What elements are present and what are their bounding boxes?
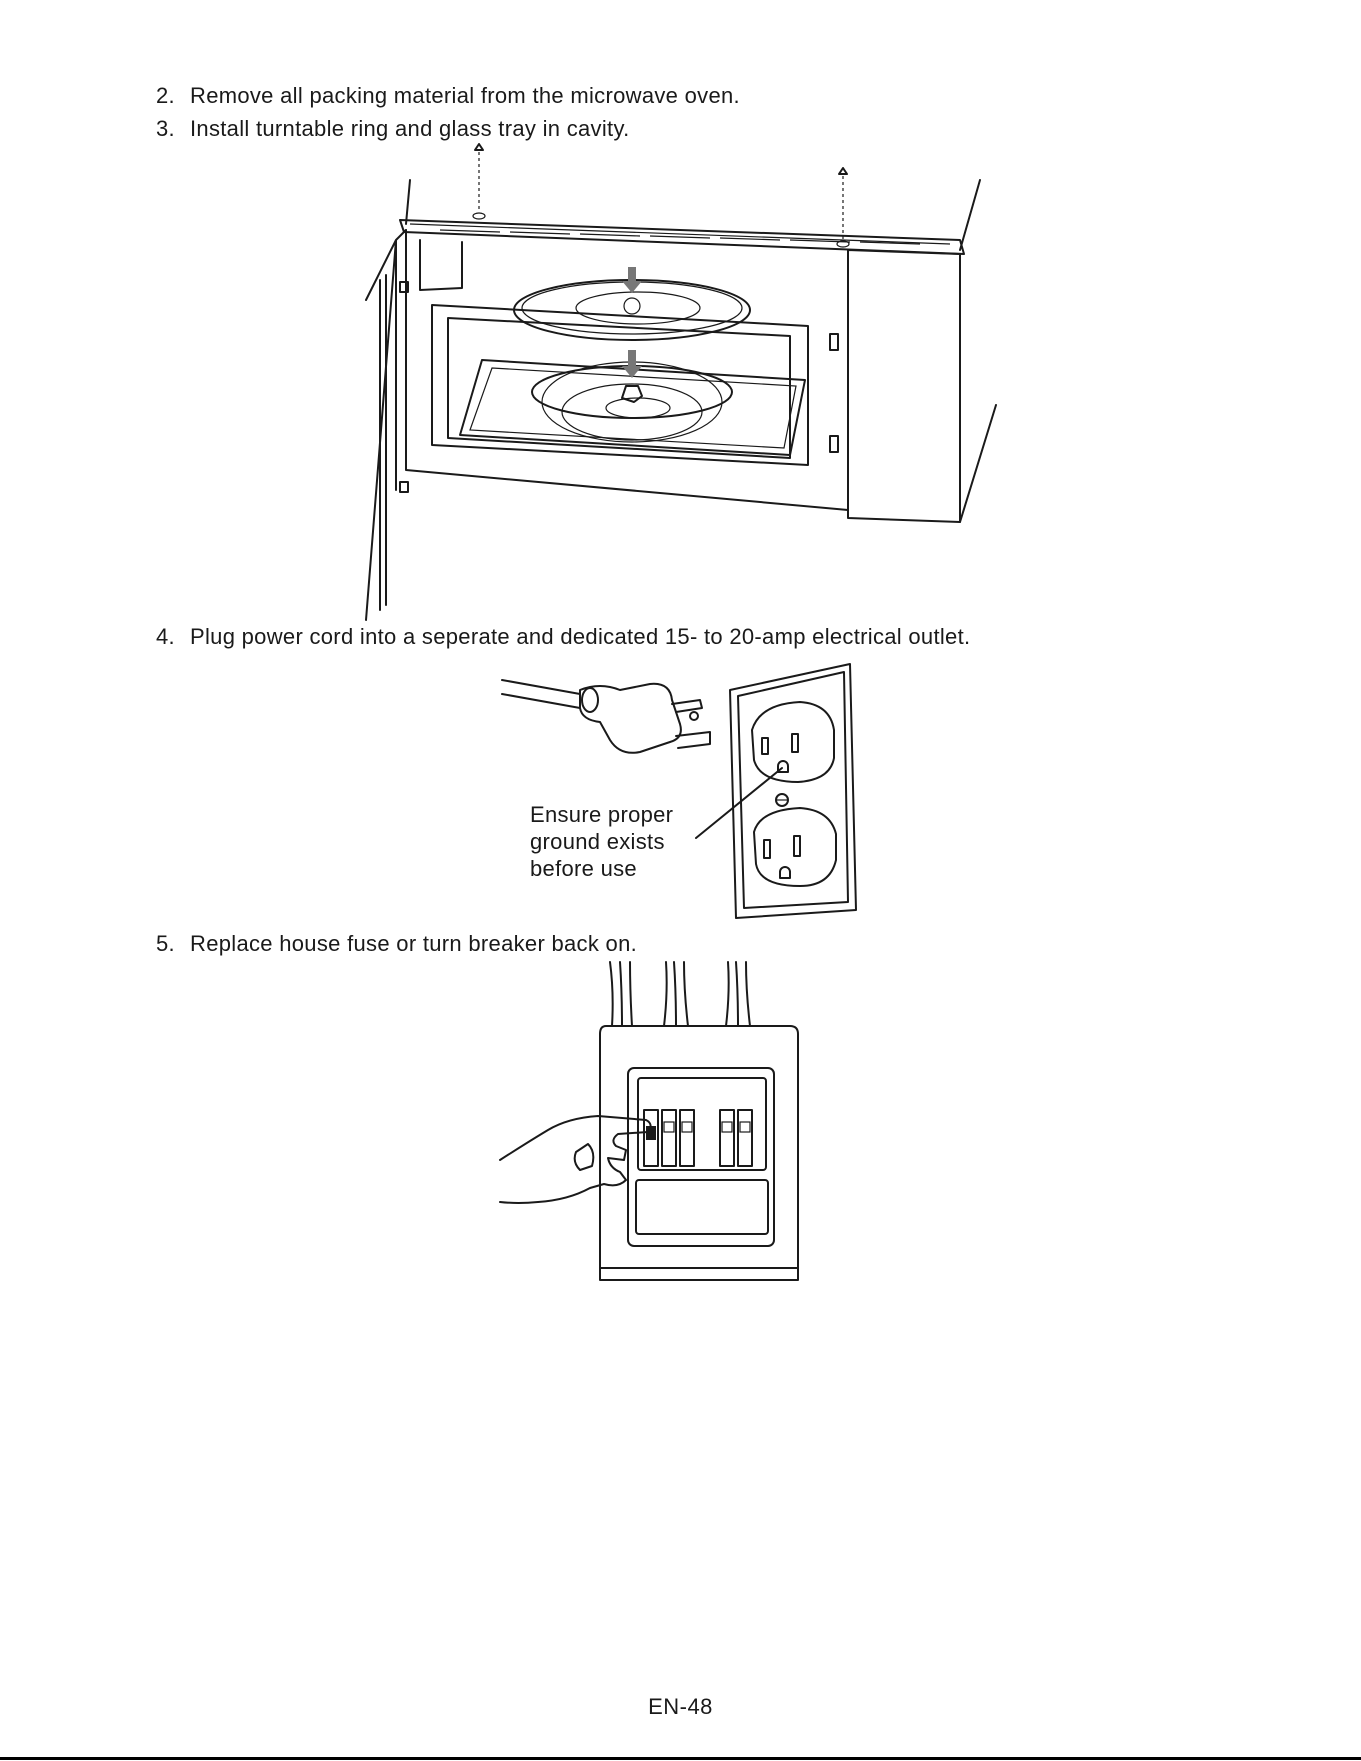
electrical-outlet-icon	[730, 664, 856, 918]
ground-callout: Ensure proper ground exists before use	[530, 801, 673, 882]
step-2: 2.Remove all packing material from the m…	[156, 82, 740, 110]
step-text: Replace house fuse or turn breaker back …	[190, 931, 637, 956]
step-number: 4.	[156, 623, 190, 651]
microwave-turntable-illustration	[360, 140, 1000, 620]
step-3: 3.Install turntable ring and glass tray …	[156, 115, 630, 143]
plug-and-outlet-illustration	[500, 660, 860, 922]
down-arrow-icon	[622, 350, 642, 378]
footer-rule	[0, 1757, 1361, 1760]
callout-line: Ensure proper	[530, 801, 673, 828]
mounting-screw-icon	[473, 144, 485, 219]
step-4: 4.Plug power cord into a seperate and de…	[156, 623, 970, 651]
step-number: 5.	[156, 930, 190, 958]
power-plug-icon	[580, 684, 710, 753]
step-text: Remove all packing material from the mic…	[190, 83, 740, 108]
step-5: 5.Replace house fuse or turn breaker bac…	[156, 930, 637, 958]
breaker-panel-illustration	[498, 962, 808, 1292]
callout-line: before use	[530, 855, 673, 882]
step-text: Install turntable ring and glass tray in…	[190, 116, 630, 141]
breaker-box-icon	[600, 1026, 798, 1280]
wire-bundle	[610, 962, 750, 1026]
step-number: 2.	[156, 82, 190, 110]
step-number: 3.	[156, 115, 190, 143]
callout-line: ground exists	[530, 828, 673, 855]
step-text: Plug power cord into a seperate and dedi…	[190, 624, 970, 649]
page-number: EN-48	[0, 1694, 1361, 1720]
